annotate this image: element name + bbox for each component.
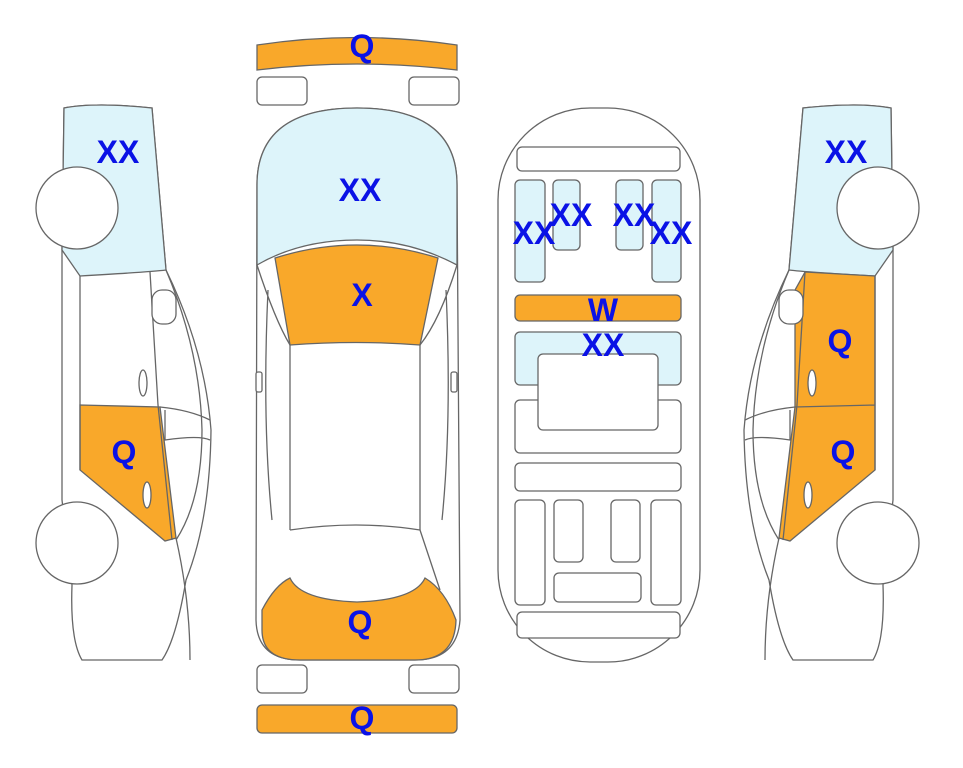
- left-front-wheel: [35, 501, 119, 585]
- top-view: [255, 36, 461, 734]
- left-mirror: [151, 289, 177, 325]
- rear-light-left: [256, 76, 308, 106]
- label-left-window: XX: [97, 134, 140, 170]
- label-right-front-door: Q: [828, 323, 853, 359]
- right-rear-door-handle: [803, 481, 813, 509]
- front-light-left: [256, 664, 308, 694]
- right-mirror-top: [450, 371, 458, 393]
- right-side-view: [743, 104, 920, 661]
- seat-3[interactable]: [615, 179, 644, 251]
- front-shelf: [514, 462, 682, 492]
- hood-front[interactable]: [261, 577, 457, 661]
- label-seat-2: XX: [550, 197, 593, 233]
- rear-light-right: [408, 76, 460, 106]
- center-box: [537, 353, 659, 431]
- label-rear-bumper: Q: [350, 28, 375, 64]
- interior-bar[interactable]: [514, 294, 682, 322]
- right-rear-wheel: [836, 166, 920, 250]
- left-rear-wheel: [35, 166, 119, 250]
- rear-shelf: [516, 146, 681, 172]
- rear-bumper[interactable]: [256, 36, 458, 71]
- left-front-door-handle: [138, 369, 148, 397]
- front-center: [553, 572, 642, 603]
- rear-glass[interactable]: [256, 107, 458, 267]
- left-mirror-top: [255, 371, 263, 393]
- front-pad-right: [610, 499, 641, 563]
- label-dash: XX: [582, 327, 625, 363]
- label-seat-3: XX: [613, 197, 656, 233]
- seat-1[interactable]: [514, 179, 546, 283]
- trunk[interactable]: [274, 244, 439, 346]
- label-rear-glass: XX: [339, 172, 382, 208]
- right-mirror: [778, 289, 804, 325]
- label-right-window: XX: [825, 134, 868, 170]
- label-front-bumper: Q: [350, 700, 375, 736]
- right-front-door-handle: [807, 369, 817, 397]
- front-pad-left: [553, 499, 584, 563]
- right-front-wheel: [836, 501, 920, 585]
- label-hood-front: Q: [348, 604, 373, 640]
- seat-2[interactable]: [552, 179, 581, 251]
- label-left-rear-door: Q: [112, 434, 137, 470]
- left-rear-door-handle: [142, 481, 152, 509]
- label-right-rear-door: Q: [831, 434, 856, 470]
- label-seat-1: XX: [513, 215, 556, 251]
- left-side-view: [35, 104, 212, 661]
- label-interior-bar: W: [588, 292, 619, 328]
- front-bumper[interactable]: [256, 704, 458, 734]
- front-light-right: [408, 664, 460, 694]
- front-panel: [516, 611, 681, 639]
- label-seat-4: XX: [650, 215, 693, 251]
- label-trunk: X: [351, 277, 373, 313]
- interior-view: [497, 107, 701, 663]
- front-seat-left: [514, 499, 546, 606]
- seat-4[interactable]: [651, 179, 682, 283]
- front-seat-right: [650, 499, 682, 606]
